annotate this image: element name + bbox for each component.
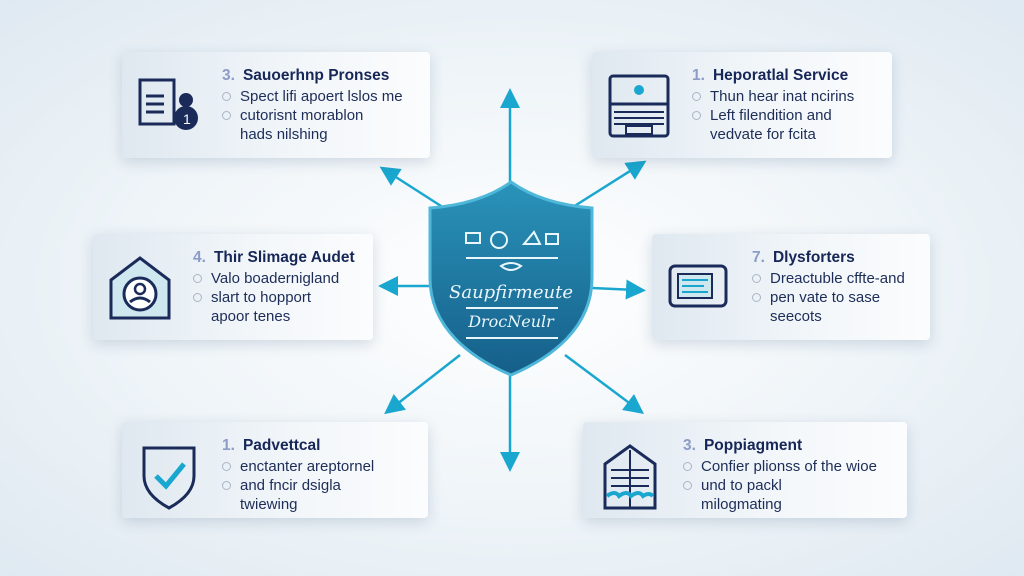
card-2: 1.Heporatlal Service Thun hear inat ncir… xyxy=(592,52,892,158)
building-icon xyxy=(603,444,657,510)
shield-subtitle: DrocNeulr xyxy=(468,312,554,331)
arrow-up-right xyxy=(564,160,647,214)
arrow-down-right xyxy=(564,353,645,414)
center-shield xyxy=(428,180,594,377)
card-6: 3.Poppiagment Confier plionss of the wio… xyxy=(583,422,907,518)
card-title: Dlysforters xyxy=(772,249,855,266)
card-4: 7.Dlysforters Dreactuble cffte-and pen v… xyxy=(652,234,930,340)
house-user-icon xyxy=(109,256,171,320)
card-title: Heporatlal Service xyxy=(712,67,849,84)
arrow-down-left xyxy=(384,354,461,415)
card-1: 1 3.Sauoerhnp Pronses Spect lifi apoert … xyxy=(122,52,430,158)
shield-check-icon xyxy=(142,446,196,510)
card-title: Sauoerhnp Pronses xyxy=(242,67,390,84)
card-title: Poppiagment xyxy=(703,437,803,454)
card-title: Padvettcal xyxy=(242,437,321,454)
shield-title: Saupfirmeute xyxy=(449,282,573,303)
card-3: 4.Thir Slimage Audet Valo boadernigland … xyxy=(93,234,373,340)
card-5: 1.Padvettcal enctanter areptornel and fn… xyxy=(122,422,428,518)
monitor-icon xyxy=(668,264,728,308)
document-user-icon: 1 xyxy=(138,78,198,130)
arrow-right xyxy=(591,279,646,300)
svg-text:1: 1 xyxy=(183,111,191,127)
laptop-icon xyxy=(608,74,670,138)
card-title: Thir Slimage Audet xyxy=(213,249,355,266)
